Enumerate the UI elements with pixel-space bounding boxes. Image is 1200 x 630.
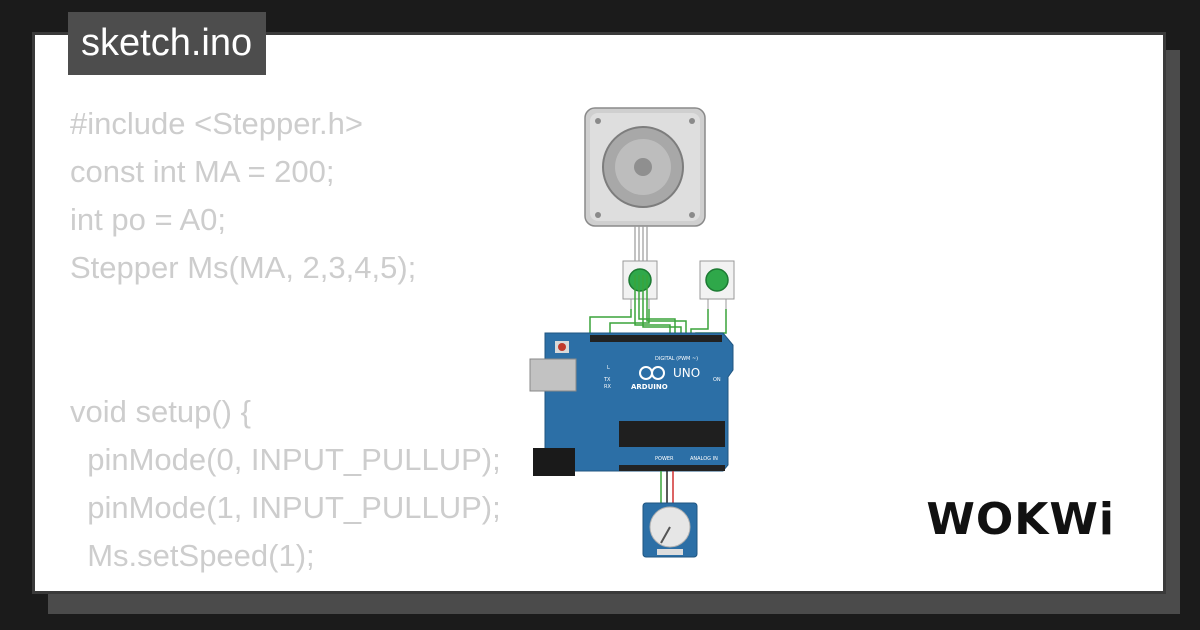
power-label: POWER [655, 456, 674, 462]
code-line [70, 292, 501, 340]
code-line: Ms.setSpeed(1); [70, 538, 315, 573]
potentiometer[interactable] [642, 502, 698, 558]
pushbutton-left[interactable] [622, 260, 658, 309]
code-snippet: #include <Stepper.h> const int MA = 200; i… [70, 100, 501, 580]
analog-label: ANALOG IN [690, 456, 718, 462]
code-line: void setup() { [70, 394, 251, 429]
wokwi-logo: WOKWi [926, 494, 1115, 545]
preview-card: #include <Stepper.h> const int MA = 200; i… [32, 32, 1166, 594]
circuit-diagram: UNO ARDUINO DIGITAL (PWM ~) POWER ANALOG… [529, 107, 735, 558]
stepper-motor [584, 107, 706, 227]
board-model: UNO [673, 366, 700, 380]
on-label: ON [713, 377, 721, 383]
code-line [70, 340, 501, 388]
led-rx-label: RX [604, 384, 611, 390]
code-line: pinMode(1, INPUT_PULLUP); [70, 490, 501, 525]
code-line: Stepper Ms(MA, 2,3,4,5); [70, 250, 417, 285]
page-title: sketch.ino [68, 12, 267, 75]
code-line: #include <Stepper.h> [70, 106, 364, 141]
digital-label: DIGITAL (PWM ~) [655, 356, 698, 362]
code-line: int po = A0; [70, 202, 226, 237]
code-line: pinMode(0, INPUT_PULLUP); [70, 442, 501, 477]
board-brand: ARDUINO [631, 383, 668, 391]
arduino-uno-board: UNO ARDUINO DIGITAL (PWM ~) POWER ANALOG… [529, 332, 734, 476]
led-tx-label: TX [603, 377, 611, 383]
led-l-label: L [607, 365, 610, 371]
pushbutton-right[interactable] [699, 260, 735, 309]
code-line: const int MA = 200; [70, 154, 335, 189]
